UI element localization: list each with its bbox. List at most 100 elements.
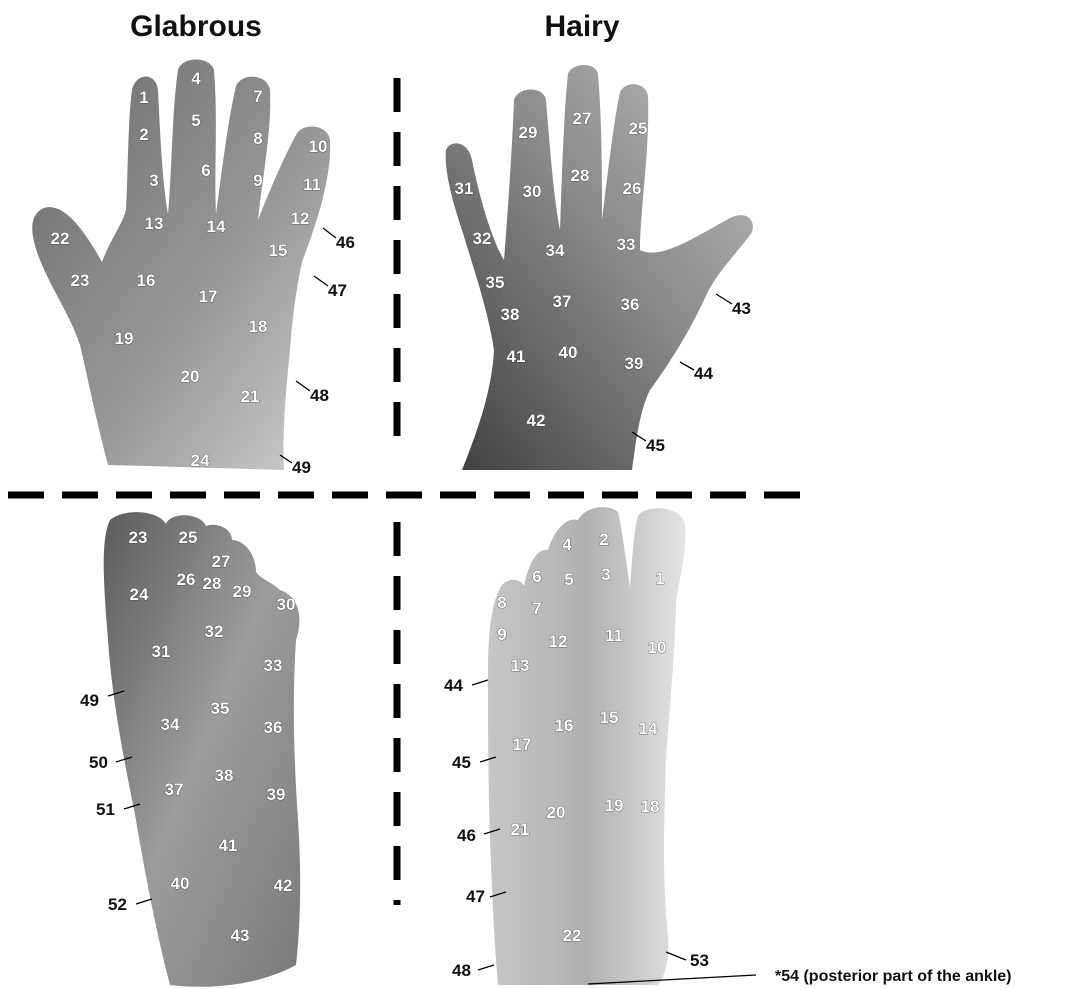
sole-label-26: 26 xyxy=(177,570,196,589)
palm-label-6: 6 xyxy=(201,161,210,180)
foot-label-13: 13 xyxy=(511,656,530,675)
palm-label-7: 7 xyxy=(253,87,262,106)
dorsal-hand-image xyxy=(446,65,753,470)
foot-label-14: 14 xyxy=(639,719,658,738)
sole-label-35: 35 xyxy=(211,699,230,718)
sole-label-42: 42 xyxy=(274,876,293,895)
palm-label-8: 8 xyxy=(253,129,262,148)
foot-label-5: 5 xyxy=(564,570,573,589)
dorsal-hand-label-42: 42 xyxy=(527,411,546,430)
palm-label-12: 12 xyxy=(291,209,310,228)
palm-label-11: 11 xyxy=(303,175,321,194)
sole-label-28: 28 xyxy=(203,574,222,593)
palm-label-9: 9 xyxy=(253,171,262,190)
foot-label-2: 2 xyxy=(599,530,608,549)
sole-label-23: 23 xyxy=(129,528,148,547)
sole-label-24: 24 xyxy=(130,585,149,604)
sole-label-27: 27 xyxy=(212,552,231,571)
dorsal-hand-label-32: 32 xyxy=(473,229,492,248)
foot-label-9: 9 xyxy=(497,625,506,644)
foot-label-19: 19 xyxy=(605,796,624,815)
foot-edge-46: 46 xyxy=(457,826,476,845)
leader-48-foot xyxy=(478,965,494,970)
leader-43 xyxy=(716,294,732,304)
dorsal-hand-label-26: 26 xyxy=(623,179,642,198)
foot-edge-53: 53 xyxy=(690,951,709,970)
sole-label-32: 32 xyxy=(205,622,224,641)
foot-label-17: 17 xyxy=(513,735,532,754)
dorsal-hand-label-31: 31 xyxy=(455,179,474,198)
palm-label-16: 16 xyxy=(137,271,156,290)
header-glabrous: Glabrous xyxy=(130,10,262,43)
foot-label-18: 18 xyxy=(641,797,660,816)
dorsal-hand-edge-45: 45 xyxy=(646,436,665,455)
palm-edge-48: 48 xyxy=(310,386,329,405)
palm-image xyxy=(32,60,330,471)
foot-edge-44: 44 xyxy=(444,676,463,695)
dorsal-hand-label-34: 34 xyxy=(546,241,565,260)
sole-label-40: 40 xyxy=(171,874,190,893)
leader-48 xyxy=(296,381,310,391)
palm-label-23: 23 xyxy=(71,271,90,290)
palm-label-10: 10 xyxy=(309,137,328,156)
foot-label-11: 11 xyxy=(605,626,623,645)
palm-label-4: 4 xyxy=(191,69,201,88)
palm-label-1: 1 xyxy=(139,88,148,107)
sole-label-29: 29 xyxy=(233,582,252,601)
dorsal-hand-label-27: 27 xyxy=(573,109,592,128)
foot-label-12: 12 xyxy=(549,632,568,651)
leader-44-foot xyxy=(472,680,488,685)
dorsal-hand-label-36: 36 xyxy=(621,295,640,314)
palm-edge-46: 46 xyxy=(336,233,355,252)
dorsal-hand-label-25: 25 xyxy=(629,119,648,138)
sole-label-25: 25 xyxy=(179,528,198,547)
palm-label-5: 5 xyxy=(191,111,200,130)
dorsal-hand-label-30: 30 xyxy=(523,182,542,201)
dorsal-hand-edge-43: 43 xyxy=(732,299,751,318)
foot-label-22: 22 xyxy=(563,926,582,945)
palm-label-2: 2 xyxy=(139,125,148,144)
footnote-54: *54 (posterior part of the ankle) xyxy=(775,968,1012,985)
palm-label-18: 18 xyxy=(249,317,268,336)
foot-label-16: 16 xyxy=(555,716,574,735)
foot-edge-47: 47 xyxy=(466,887,485,906)
dorsal-hand-edge-44: 44 xyxy=(694,364,713,383)
sole-label-31: 31 xyxy=(152,642,171,661)
foot-label-8: 8 xyxy=(497,593,506,612)
sole-label-36: 36 xyxy=(264,718,283,737)
foot-label-4: 4 xyxy=(562,535,572,554)
dorsal-hand-label-41: 41 xyxy=(507,347,526,366)
sole-edge-52: 52 xyxy=(108,895,127,914)
palm-edge-47: 47 xyxy=(328,281,347,300)
palm-edge-49: 49 xyxy=(292,458,311,477)
dorsal-hand-label-40: 40 xyxy=(559,343,578,362)
dorsal-hand-label-29: 29 xyxy=(519,123,538,142)
leader-47 xyxy=(314,276,328,286)
palm-label-3: 3 xyxy=(149,171,158,190)
palm-label-13: 13 xyxy=(145,214,164,233)
leader-52 xyxy=(136,899,152,904)
sole-edge-51: 51 xyxy=(96,800,115,819)
dorsal-hand-label-38: 38 xyxy=(501,305,520,324)
sole-label-41: 41 xyxy=(219,836,238,855)
dorsal-hand-label-33: 33 xyxy=(617,235,636,254)
sole-edge-49: 49 xyxy=(80,691,99,710)
dorsal-hand-label-28: 28 xyxy=(571,166,590,185)
sole-label-33: 33 xyxy=(264,656,283,675)
header-hairy: Hairy xyxy=(544,10,619,43)
palm-label-20: 20 xyxy=(181,367,200,386)
foot-edge-45: 45 xyxy=(452,753,471,772)
foot-label-1: 1 xyxy=(655,569,664,588)
sole-edge-50: 50 xyxy=(89,753,108,772)
dorsal-hand-label-39: 39 xyxy=(625,354,644,373)
sole-label-38: 38 xyxy=(215,766,234,785)
leader-46 xyxy=(323,228,336,238)
foot-label-20: 20 xyxy=(547,803,566,822)
palm-label-15: 15 xyxy=(269,241,288,260)
palm-label-14: 14 xyxy=(207,217,226,236)
palm-label-24: 24 xyxy=(191,451,210,470)
leader-53 xyxy=(666,952,686,960)
palm-label-21: 21 xyxy=(241,387,260,406)
foot-label-6: 6 xyxy=(532,567,541,586)
sole-label-37: 37 xyxy=(165,780,184,799)
